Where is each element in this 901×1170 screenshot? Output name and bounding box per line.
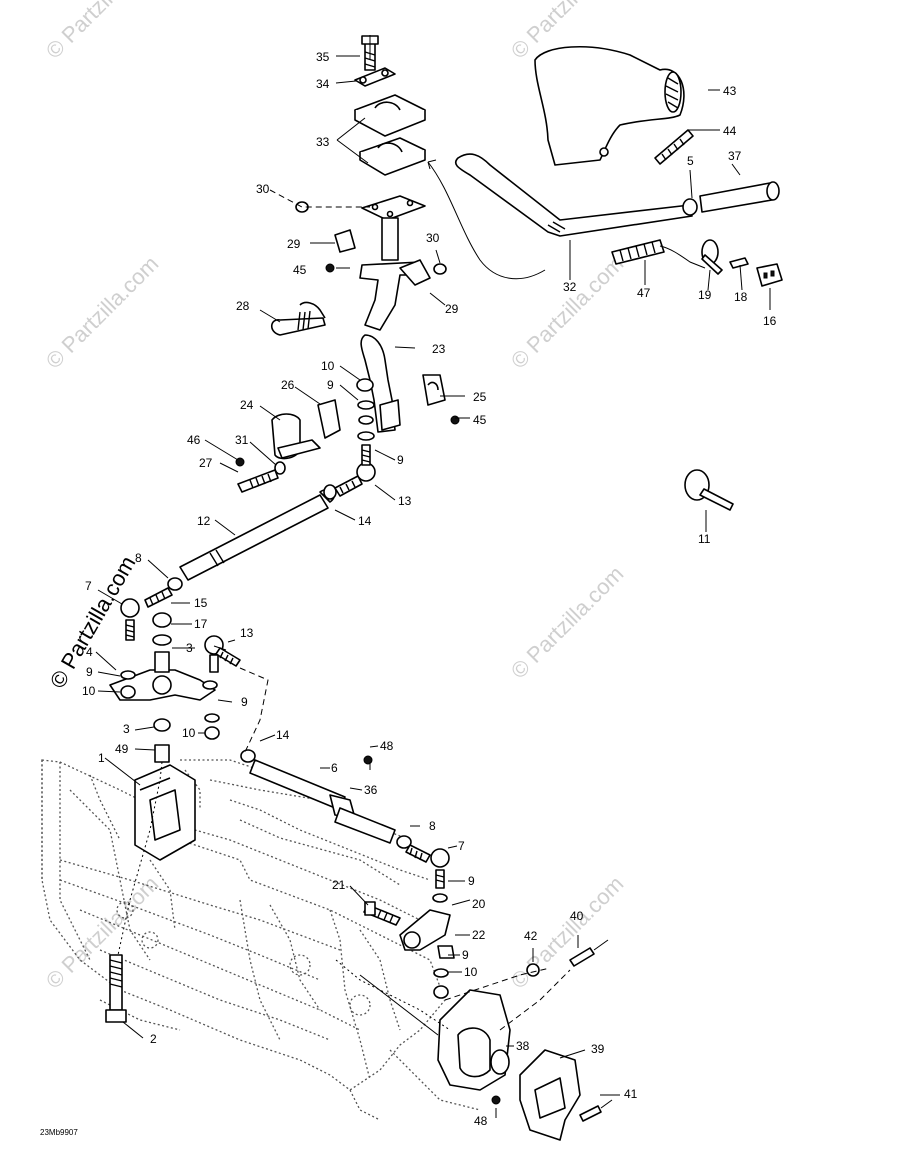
callout: 8 [135,551,142,565]
callout: 28 [236,299,250,313]
callout: 47 [637,286,651,300]
handlebar [427,153,693,280]
callout: 9 [468,874,475,888]
callout: 35 [316,50,330,64]
lower-support [105,764,196,1023]
callout: 31 [235,433,249,447]
clamp-25 [422,374,460,425]
callout: 30 [256,182,270,196]
callout: 16 [763,314,777,328]
callout: 29 [287,237,301,251]
handlebar-cover [534,46,694,166]
throttle-parts [611,239,783,287]
callout: 38 [516,1039,530,1053]
callout: 4 [86,645,93,659]
callout: 3 [186,641,193,655]
steering-column [295,201,447,433]
watermark: © Partzilla.com [41,0,164,64]
callout: 9 [327,378,334,392]
callout: 7 [458,839,465,853]
callout: 30 [426,231,440,245]
callout: 14 [358,514,372,528]
callout: 9 [462,948,469,962]
steering-arm [363,893,455,999]
watermark: © Partzilla.com [41,251,164,374]
callout: 49 [115,742,129,756]
u-bolt [270,301,326,336]
callout: 45 [293,263,307,277]
callout: 22 [472,928,486,942]
callout: 3 [123,722,130,736]
callout: 9 [241,695,248,709]
callout: 48 [380,739,394,753]
callout: 40 [570,909,584,923]
callout: 6 [331,761,338,775]
callout: 39 [591,1042,605,1056]
callout: 33 [316,135,330,149]
callout: 46 [187,433,201,447]
callout: 20 [472,897,486,911]
callout: 27 [199,456,213,470]
column-washers [356,378,401,441]
callout: 48 [474,1114,488,1128]
callout: 17 [194,617,208,631]
callout: 13 [398,494,412,508]
callout: 15 [194,596,208,610]
callout: 2 [150,1032,157,1046]
column-support [235,399,341,493]
callout: 24 [240,398,254,412]
callout: 41 [624,1087,638,1101]
steering-lever [109,612,241,763]
callout: 34 [316,77,330,91]
callout: 10 [464,965,478,979]
callout: 9 [397,453,404,467]
watermark: © Partzilla.com [506,251,629,374]
callout: 45 [473,413,487,427]
callout: 23 [432,342,446,356]
callout: 10 [82,684,96,698]
callout: 32 [563,280,577,294]
callout: 7 [85,579,92,593]
upper-tie-rod [120,444,376,641]
drawing-code: 23Mb9907 [40,1128,78,1137]
callout: 19 [698,288,712,302]
callout: 42 [524,929,538,943]
callout: 8 [429,819,436,833]
callout: 26 [281,378,295,392]
steering-bracket [437,939,613,1141]
grip [682,181,780,216]
callout: 12 [197,514,211,528]
callout: 21 [332,878,346,892]
callout: 11 [698,532,711,546]
steering-column-top [354,35,426,261]
callout: 10 [321,359,335,373]
callout-labels: 1 2 3 3 4 5 6 7 7 8 8 9 9 9 9 9 9 10 10 … [82,50,777,1128]
callout: 1 [98,751,105,765]
callout: 5 [687,154,694,168]
callout: 18 [734,290,748,304]
callout: 25 [473,390,487,404]
leader-lines [95,55,771,1118]
callout: 13 [240,626,254,640]
callout: 44 [723,124,737,138]
callout: 43 [723,84,737,98]
callout: 37 [728,149,742,163]
callout: 36 [364,783,378,797]
callout: 14 [276,728,290,742]
watermark: © Partzilla.com [506,561,629,684]
tie-wrap [684,469,734,511]
callout: 29 [445,302,459,316]
callout: 10 [182,726,196,740]
callout: 9 [86,665,93,679]
lower-tie-rod [240,749,450,889]
